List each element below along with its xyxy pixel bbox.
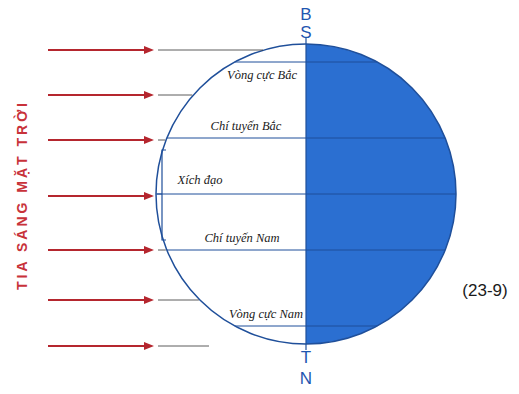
date-label: (23-9) bbox=[462, 282, 507, 299]
latitude-name: Vòng cực Bắc bbox=[227, 69, 297, 82]
pole-letter: B bbox=[300, 6, 311, 23]
sun-ray bbox=[48, 136, 165, 144]
latitude-name: Vòng cực Nam bbox=[229, 308, 303, 321]
rays-title: TIA SÁNG MẶT TRỜI bbox=[15, 100, 29, 290]
sun-ray bbox=[48, 192, 154, 200]
latitude-name: Chí tuyến Bắc bbox=[211, 120, 282, 133]
terminator-line bbox=[305, 38, 306, 350]
sun-ray bbox=[48, 246, 166, 254]
latitude-name: Xích đạo bbox=[178, 174, 223, 187]
sun-ray bbox=[48, 342, 209, 350]
night-half bbox=[306, 40, 466, 350]
pole-letter: S bbox=[300, 24, 311, 41]
pole-letter: N bbox=[300, 370, 312, 387]
sun-ray bbox=[48, 46, 263, 54]
sun-ray bbox=[48, 91, 192, 99]
pole-letter: T bbox=[301, 349, 311, 366]
latitude-name: Chí tuyến Nam bbox=[205, 232, 280, 245]
sun-ray bbox=[48, 296, 199, 304]
bracket bbox=[157, 150, 166, 240]
